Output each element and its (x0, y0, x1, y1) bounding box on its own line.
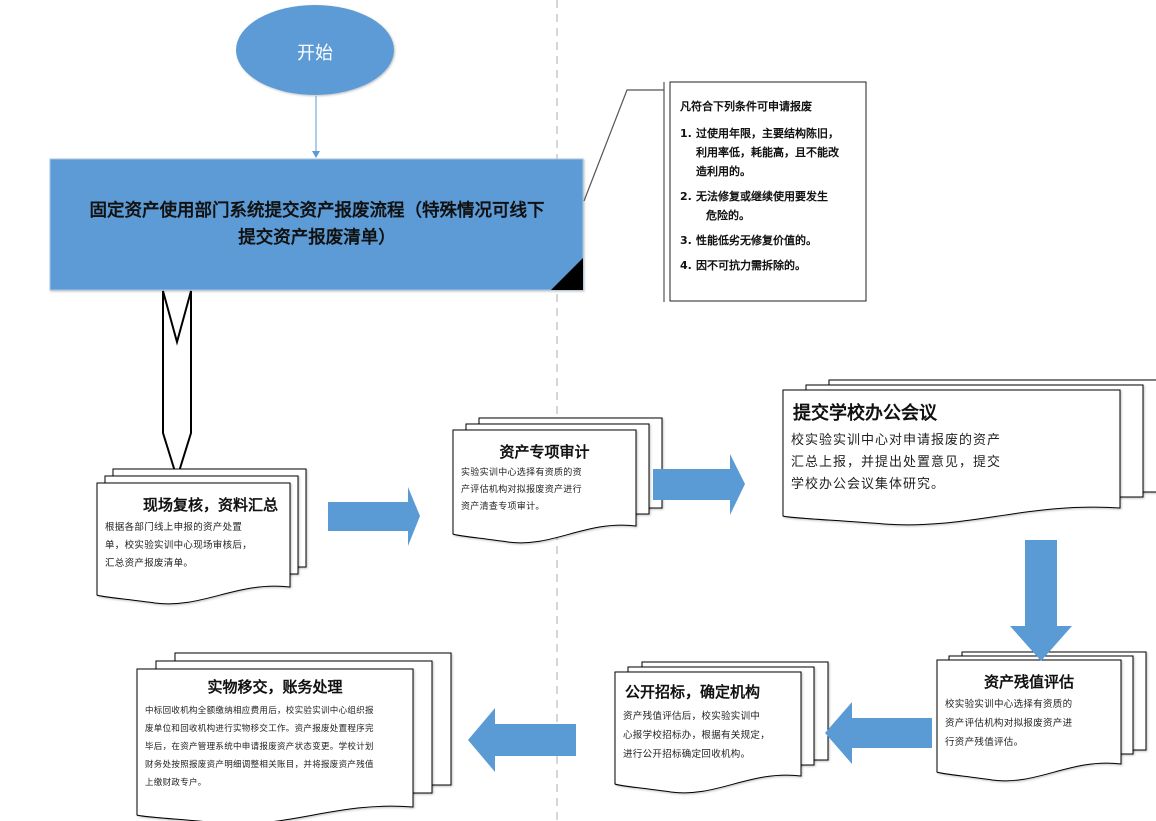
condition-number: 2. (680, 190, 692, 203)
condition-text-line: 造利用的。 (696, 165, 751, 178)
arrow-right-1 (328, 487, 420, 546)
step-body-line: 汇总资产报废清单。 (105, 558, 194, 569)
main-process-box[interactable] (49, 158, 584, 291)
step-body-line: 实验实训中心选择有资质的资 (461, 467, 582, 478)
hollow-down-arrow (162, 290, 192, 482)
document-front-sheet (96, 482, 291, 605)
condition-text-line: 过使用年限，主要结构陈旧， (696, 127, 839, 140)
document-front-sheet (936, 659, 1122, 782)
arrow-down (1010, 540, 1072, 661)
condition-item: 4. 因不可抗力需拆除的。 (680, 256, 865, 275)
step-title: 公开招标，确定机构 (625, 682, 761, 701)
note-callout-line (583, 89, 664, 202)
step-body-line: 资产清查专项审计。 (461, 501, 545, 512)
condition-text-line: 危险的。 (706, 209, 750, 222)
condition-text-line: 利用率低，耗能高，且不能改 (696, 146, 839, 159)
step-handover-accounting-shape[interactable] (136, 652, 452, 821)
main-process-line-1: 固定资产使用部门系统提交资产报废流程（特殊情况可线下 (89, 201, 545, 221)
step-body-line: 根据各部门线上申报的资产处置 (105, 522, 243, 533)
step-body-line: 汇总上报，并提出处置意见，提交 (791, 455, 1002, 470)
step-body-line: 学校办公会议集体研究。 (791, 477, 946, 492)
step-body-line: 毕后，在资产管理系统中申请报废资产状态变更。学校计划 (145, 742, 374, 752)
step-body-line: 行资产残值评估。 (945, 736, 1024, 748)
start-label: 开始 (297, 43, 333, 64)
step-body-line: 财务处按照报废资产明细调整相关账目，并将报废资产残值 (145, 760, 374, 770)
step-body-line: 校实验实训中心对申请报废的资产 (791, 433, 1002, 448)
step-special-audit-shape[interactable] (452, 417, 663, 544)
step-body-line: 心报学校招标办，根据有关规定， (623, 729, 771, 741)
step-office-meeting-shape[interactable] (782, 379, 1156, 526)
conditions-list: 1. 过使用年限，主要结构陈旧， 利用率低，耗能高，且不能改造利用的。 2. 无法修复或… (680, 124, 865, 275)
main-process-line-2: 提交资产报废清单） (238, 228, 396, 248)
condition-text-line: 性能低劣无修复价值的。 (696, 234, 817, 247)
condition-item: 1. 过使用年限，主要结构陈旧， 利用率低，耗能高，且不能改造利用的。 (680, 124, 865, 181)
step-body-line: 进行公开招标确定回收机构。 (623, 748, 751, 760)
step-body-line: 资产评估机构对拟报废资产进 (945, 717, 1073, 729)
step-title: 现场复核，资料汇总 (142, 495, 278, 514)
step-residual-valuation-shape[interactable] (936, 651, 1147, 782)
step-onsite-review-shape[interactable] (96, 468, 307, 605)
arrow-left-1 (825, 702, 932, 764)
step-body-line: 校实验实训中心选择有资质的 (945, 698, 1073, 710)
condition-text-line: 无法修复或继续使用要发生 (696, 190, 828, 203)
step-title: 提交学校办公会议 (793, 403, 937, 424)
main-process-label: 固定资产使用部门系统提交资产报废流程（特殊情况可线下 提交资产报废清单） (52, 198, 582, 252)
step-body-line: 上缴财政专户。 (145, 778, 207, 788)
step-title: 实物移交，账务处理 (207, 677, 343, 696)
document-front-sheet (452, 429, 637, 544)
conditions-note-box (669, 81, 867, 302)
condition-number: 1. (680, 127, 692, 140)
step-body-line: 中标回收机构全额缴纳相应费用后，校实验实训中心组织报 (145, 706, 374, 716)
arrow-left-2 (468, 708, 576, 772)
conditions-note-title: 凡符合下列条件可申请报废 (680, 100, 812, 113)
conditions-note: 凡符合下列条件可申请报废 1. 过使用年限，主要结构陈旧， 利用率低，耗能高，且不能… (680, 98, 865, 281)
document-front-sheet (136, 668, 414, 821)
arrow-right-2 (653, 454, 745, 515)
step-public-bidding-shape[interactable] (614, 661, 829, 794)
step-body-line: 单，校实验实训中心现场审核后， (105, 540, 253, 551)
condition-item: 3. 性能低劣无修复价值的。 (680, 231, 865, 250)
step-body-line: 产评估机构对拟报废资产进行 (461, 484, 582, 495)
condition-number: 3. (680, 234, 692, 247)
step-title: 资产残值评估 (983, 672, 1074, 691)
condition-number: 4. (680, 259, 692, 272)
start-node[interactable] (236, 5, 394, 95)
step-body-line: 资产残值评估后，校实验实训中 (623, 710, 761, 722)
condition-item: 2. 无法修复或继续使用要发生危险的。 (680, 187, 865, 225)
document-front-sheet (614, 671, 802, 794)
step-title: 资产专项审计 (499, 442, 590, 461)
condition-text-line: 因不可抗力需拆除的。 (696, 259, 806, 272)
connector-arrowhead (312, 151, 320, 158)
page-corner-fold (551, 258, 583, 290)
step-body-line: 废单位和回收机构进行实物移交工作。资产报废处置程序完 (145, 724, 374, 734)
document-front-sheet (782, 389, 1121, 526)
